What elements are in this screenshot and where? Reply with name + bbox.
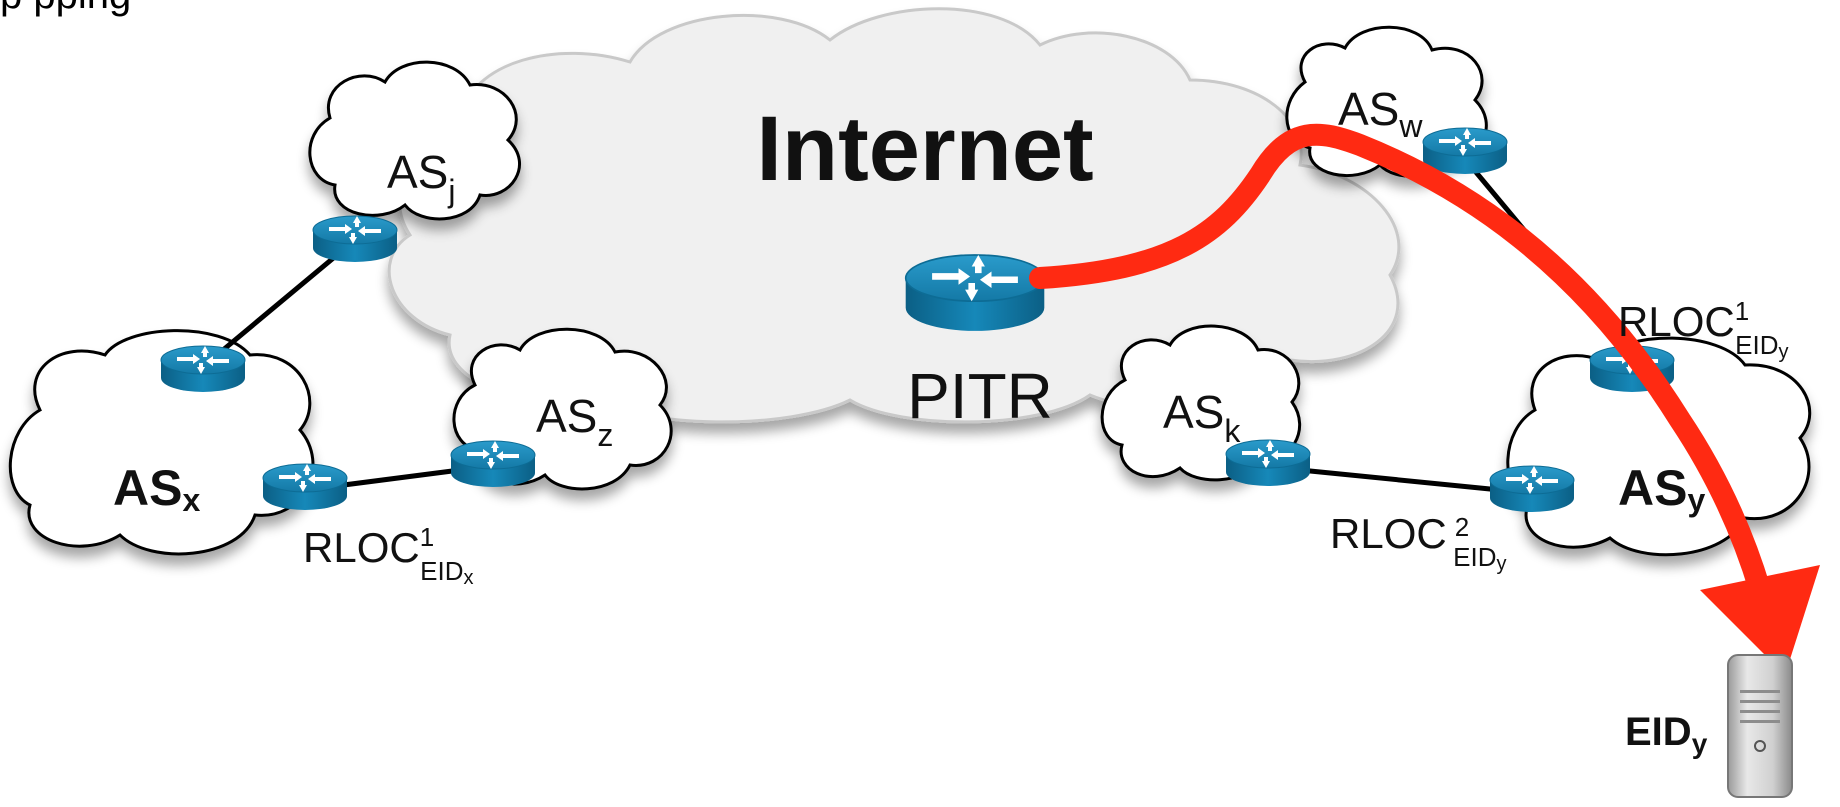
router-asx-top xyxy=(160,345,246,393)
link-ask-asy xyxy=(1277,465,1503,493)
pitr-label: PITR xyxy=(907,360,1053,432)
router-asw xyxy=(1422,127,1508,175)
router-asy-rloc2 xyxy=(1489,465,1575,513)
as-z-label: ASz xyxy=(536,390,613,453)
router-asx-rloc1 xyxy=(262,463,348,511)
link-asj-asx xyxy=(202,237,358,368)
router-asj xyxy=(312,215,398,263)
host-eidy-label: EIDy xyxy=(1625,710,1708,759)
title-fragment: p pping xyxy=(0,0,131,17)
as-x-label: ASx xyxy=(113,460,200,518)
as-j-cloud xyxy=(308,60,521,221)
host-eidy-icon xyxy=(1727,654,1793,798)
internet-label: Internet xyxy=(756,98,1093,200)
pitr-path-arrowhead xyxy=(1700,565,1820,675)
as-w-label: ASw xyxy=(1338,83,1423,144)
as-y-label: ASy xyxy=(1618,460,1705,518)
as-j-label: ASj xyxy=(387,146,455,209)
router-asz xyxy=(450,440,536,488)
as-k-label: ASk xyxy=(1163,386,1241,449)
internet-cloud xyxy=(387,7,1401,424)
pitr-path-arrow xyxy=(1029,123,1771,601)
router-pitr xyxy=(904,254,1046,332)
